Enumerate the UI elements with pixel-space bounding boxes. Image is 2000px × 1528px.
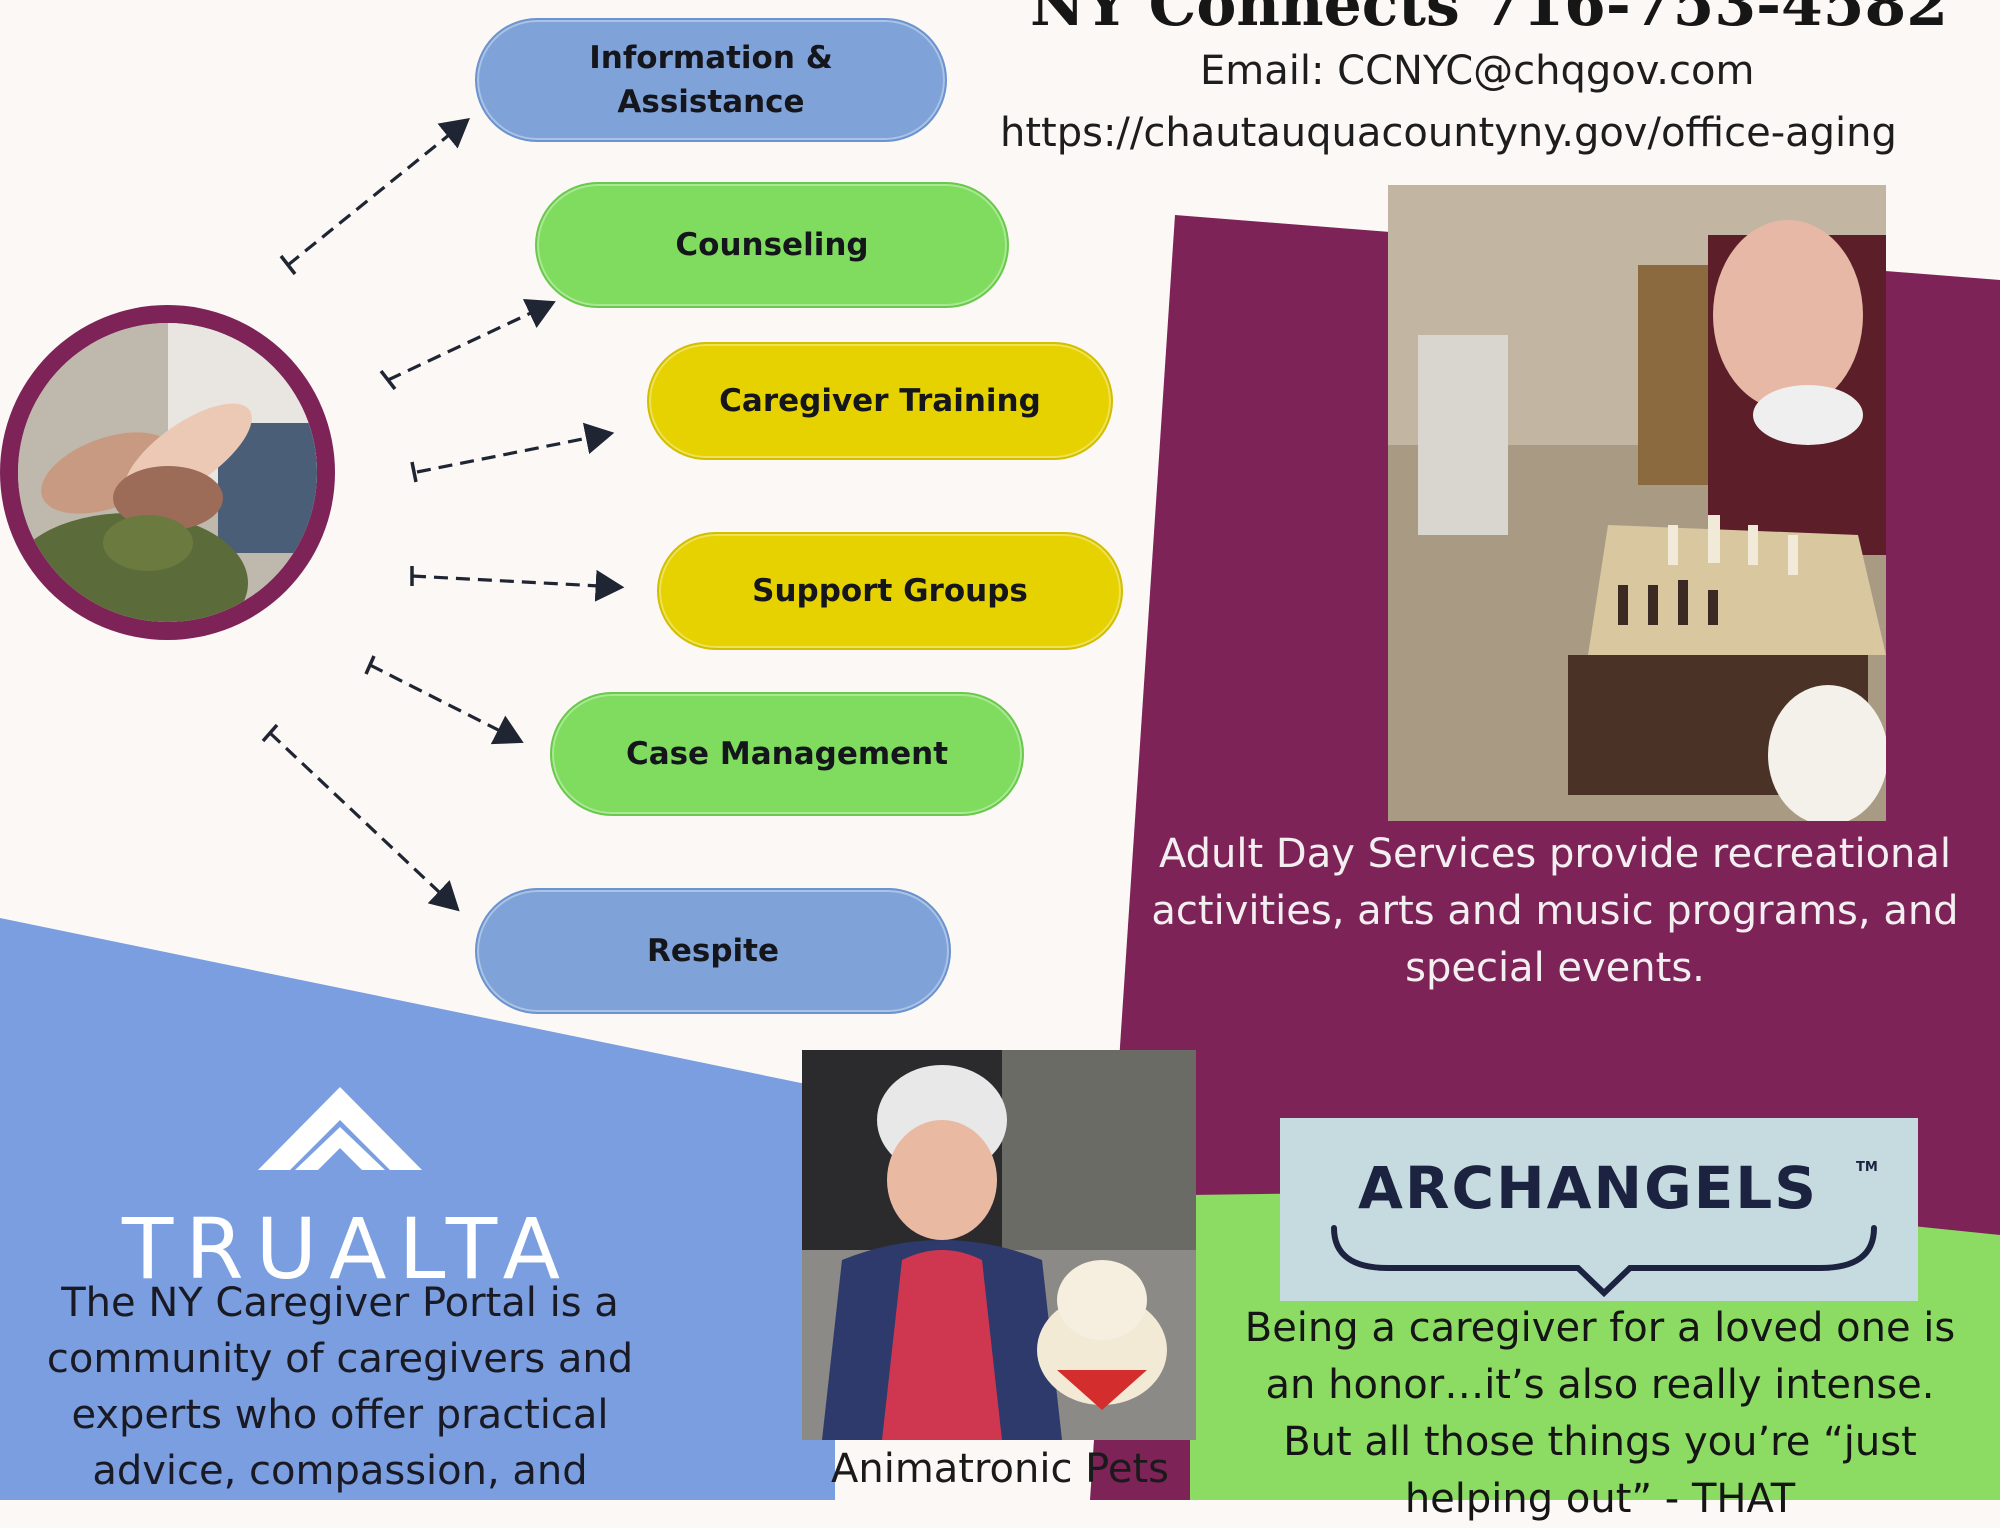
archangels-logo[interactable]: ARCHANGELS TM [1280,1118,1918,1301]
contact-email[interactable]: Email: CCNYC@chqgov.com [1200,48,1755,94]
connector-arrows [261,117,625,912]
service-label: Support Groups [752,573,1028,609]
pets-caption: Animatronic Pets [830,1446,1170,1492]
archangels-logo-text: ARCHANGELS [1358,1154,1819,1222]
page-title: NY Connects 716-753-4582 [1030,0,1948,40]
service-case-management[interactable]: Case Management [550,692,1024,816]
service-label: Counseling [675,227,869,263]
service-label: Information & [589,40,833,76]
arrow-support [411,569,625,602]
trualta-chevron-icon [258,1087,422,1170]
woman-with-robotic-dog-illustration [802,1050,1196,1440]
holding-hands-illustration [18,323,317,622]
service-counseling[interactable]: Counseling [535,182,1009,308]
arrow-respite [268,731,460,912]
pet-photo [802,1050,1196,1440]
arrow-information [286,117,470,267]
service-information-assistance[interactable]: Information & Assistance [475,18,947,142]
hands-photo [0,305,335,640]
arrow-counseling [387,299,556,382]
archangels-trademark: TM [1856,1160,1878,1175]
service-label: Case Management [625,736,949,772]
service-label: Caregiver Training [719,383,1041,419]
chess-photo [1388,185,1886,821]
arrow-training [416,422,615,474]
archangels-description: Being a caregiver for a loved one is an … [1244,1305,1956,1522]
service-caregiver-training[interactable]: Caregiver Training [647,342,1113,460]
trualta-description: The NY Caregiver Portal is a community o… [46,1280,634,1494]
adult-day-caption: Adult Day Services provide recreational … [1151,831,1959,991]
service-label: Respite [646,933,779,969]
service-respite[interactable]: Respite [475,888,951,1014]
service-label: Assistance [617,84,805,120]
blue-panel [0,918,835,1500]
archangels-speech-bubble-icon [1331,1225,1877,1298]
contact-url[interactable]: https://chautauquacountyny.gov/office-ag… [1000,110,1897,156]
trualta-logo-text[interactable]: TRUALTA [122,1200,573,1298]
service-support-groups[interactable]: Support Groups [657,532,1123,650]
arrow-case [369,663,524,745]
man-playing-chess-illustration [1388,185,1886,821]
